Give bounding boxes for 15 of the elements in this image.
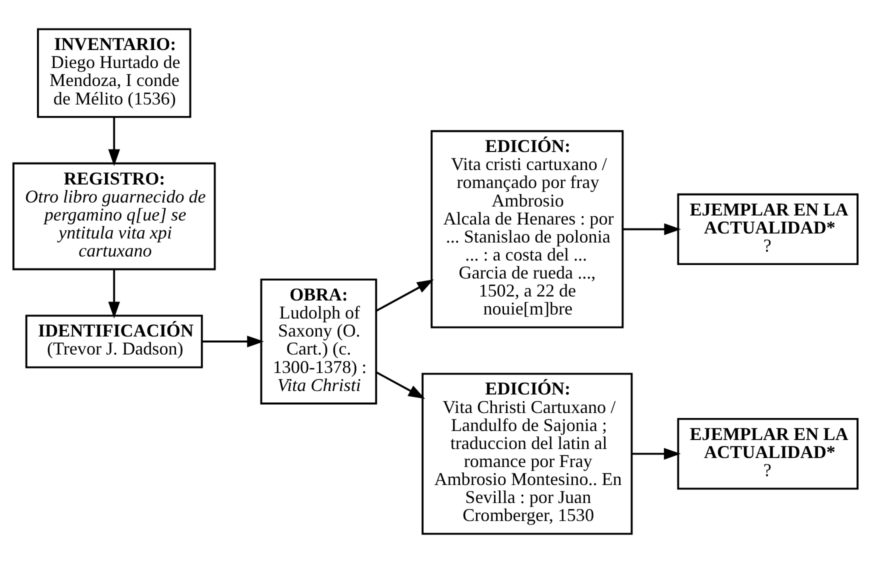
node-box: IDENTIFICACIÓN (Trevor J. Dadson) xyxy=(25,314,203,368)
node-box: EJEMPLAR EN LA ACTUALIDAD* ? xyxy=(677,193,859,266)
node-box: REGISTRO: Otro libro guarnecido de pergamino q[ue] se yntitula vita xpi cartuxano xyxy=(12,162,216,270)
arrow xyxy=(202,336,264,348)
arrow xyxy=(376,371,426,399)
node-box: EJEMPLAR EN LA ACTUALIDAD* ? xyxy=(677,418,859,490)
arrow xyxy=(376,279,434,312)
arrow xyxy=(622,223,681,236)
arrow xyxy=(108,269,120,319)
node-box: EDICIÓN: Vita Christi Cartuxano / Landulfo de Sajonia ; traduccion del latin al romance por Fray Ambrosio Montesino.. En Sevilla : por Juan Cromberger, 1530 xyxy=(422,372,633,535)
node-box: INVENTARIO: Diego Hurtado de Mendoza, I conde de Mélito (1536) xyxy=(36,28,192,118)
arrow xyxy=(108,117,120,166)
node-box: EDICIÓN: Vita cristi cartuxano / romançado por fray Ambrosio Alcala de Henares : por ... Stanislao de polonia ... : a costa del ... Garcia de rueda ..., 1502, a 22 de nouie[m]bre xyxy=(430,130,624,328)
arrow xyxy=(632,448,681,460)
node-box: OBRA: Ludolph of Saxony (O. Cart.) (c. 1300-1378) : Vita Christi xyxy=(260,278,378,404)
